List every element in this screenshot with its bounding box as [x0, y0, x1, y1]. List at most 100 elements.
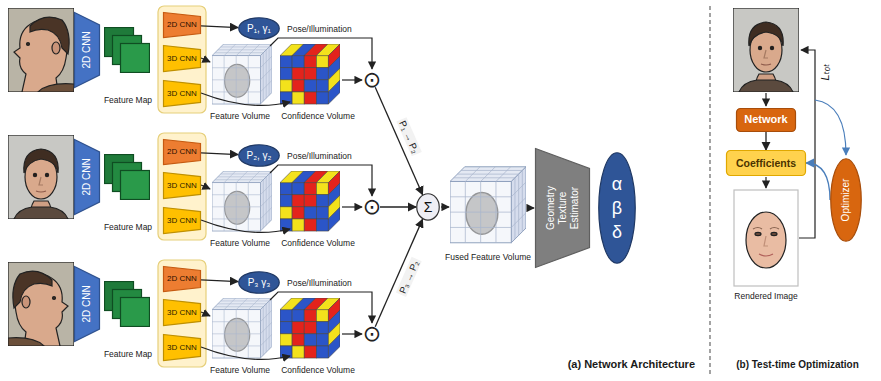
coefficients-box-outline [727, 151, 806, 176]
flow-arrow [342, 79, 362, 80]
node-text: Network [744, 113, 787, 126]
connector [375, 87, 422, 194]
node-text: P₁, γ₁ [247, 23, 271, 35]
cnn3d-head-outline [164, 81, 201, 107]
feature-map [105, 282, 150, 327]
feature-volume [212, 298, 272, 358]
node-text: 3D CNN [167, 308, 197, 318]
connector [380, 206, 416, 207]
pose-ellipse: P₁, γ₁ [238, 17, 280, 40]
flow-arrow [527, 207, 534, 208]
label-text: Rendered Image [734, 291, 797, 301]
panel: (b) Test-time Optimization NetworkCoeffic… [716, 2, 879, 379]
cnn2d-head-outline [164, 13, 201, 38]
pose-ellipse-outline [239, 145, 280, 167]
product-operator: ⊙ [362, 70, 382, 90]
node-text: Optimizer [840, 179, 852, 222]
panel-outline [717, 3, 879, 379]
flow-arrow [201, 220, 290, 232]
label-text: Feature Volume [210, 365, 270, 375]
loss-loop [799, 50, 815, 238]
flow-arrow [201, 312, 210, 316]
node-text: Geometry Texture Estimator [545, 181, 581, 236]
flow-arrow [270, 38, 372, 69]
pose-ellipse-outline [239, 18, 280, 40]
cnn3d-head-outline [164, 300, 201, 326]
cnn3d-head-outline [164, 208, 201, 234]
cnn2d-head: 2D CNN [163, 266, 201, 292]
node-text: 2D CNN [167, 147, 197, 157]
flow-arrow [441, 206, 449, 207]
label-text: Feature Map [104, 222, 152, 232]
flow-arrow [342, 206, 362, 207]
cnn2d-head-outline [164, 267, 201, 292]
rendered-image [746, 212, 786, 268]
panel-divider [709, 6, 710, 375]
panel-outline [3, 3, 705, 379]
cnn2d-encoder: 2D CNN [74, 12, 100, 88]
flow-arrow [765, 93, 766, 106]
node-text: 2D CNN [167, 20, 197, 30]
label-text: Confidence Volume [281, 365, 355, 375]
label-text: Pose/Illumination [287, 151, 352, 161]
node-text: P₂, γ₂ [247, 150, 272, 162]
product-operator: ⊙ [362, 324, 382, 344]
coefficient-ellipse: α β δ [598, 152, 636, 264]
label-text: Pose/Illumination [287, 278, 352, 288]
cnn2d-encoder-outline [75, 140, 100, 215]
feature-volume [212, 171, 272, 231]
node-text: 3D CNN [167, 216, 197, 226]
node-text: 3D CNN [167, 343, 197, 353]
connector [201, 153, 238, 155]
cnn3d-head: 3D CNN [163, 172, 201, 199]
label-text: Pose/Illumination [287, 24, 352, 34]
node-text: ⊙ [363, 194, 381, 220]
coefficients-box: Coefficients [726, 150, 806, 176]
node-text: ⊙ [363, 67, 381, 93]
flow-arrow [270, 292, 372, 323]
flow-arrow [270, 165, 372, 196]
connector [201, 26, 238, 28]
flow-arrow [201, 93, 290, 105]
feature-volume [212, 44, 272, 104]
optimizer-ellipse-outline [831, 159, 862, 242]
cnn3d-head: 3D CNN [163, 80, 201, 107]
flow-arrow [201, 185, 210, 189]
cnn3d-head: 3D CNN [163, 334, 201, 361]
feature-map [105, 28, 150, 73]
label-text: Feature Map [104, 349, 152, 359]
cnn3d-head-outline [164, 335, 201, 361]
label-text: Feature Volume [210, 238, 270, 248]
cnn3d-head: 3D CNN [163, 299, 201, 326]
panel: (a) Network Architecture2D CNN2D CNN3D C… [2, 2, 705, 379]
cnn2d-head-outline [164, 140, 201, 165]
confidence-volume [280, 44, 340, 104]
node-text: 2D CNN [167, 274, 197, 284]
node-text: Coefficients [736, 157, 796, 170]
sum-operator-outline [417, 194, 440, 220]
node-text: Σ [424, 199, 433, 216]
label-text: Feature Volume [210, 111, 270, 121]
node-text: (b) Test-time Optimization [736, 359, 859, 371]
input-photo [8, 262, 74, 346]
input-photo [8, 262, 74, 346]
connector [375, 219, 422, 326]
estimator-outline [536, 149, 590, 268]
connector [765, 132, 766, 150]
input-photo [8, 135, 74, 219]
rendered-card [734, 190, 798, 286]
node-text: 2D CNN [81, 158, 93, 195]
pose-ellipse: P₃ γ₃ [238, 271, 280, 294]
connector [806, 163, 830, 200]
product-operator: ⊙ [362, 197, 382, 217]
node-text: P₃ γ₃ [248, 277, 271, 289]
cnn3d-head: 3D CNN [163, 45, 201, 72]
pose-ellipse: P₂, γ₂ [238, 144, 280, 167]
cnn3d-head-outline [164, 46, 201, 72]
flow-arrow [201, 347, 290, 359]
estimator: Geometry Texture Estimator [535, 148, 590, 268]
label-text: Fused Feature Volume [445, 252, 531, 262]
